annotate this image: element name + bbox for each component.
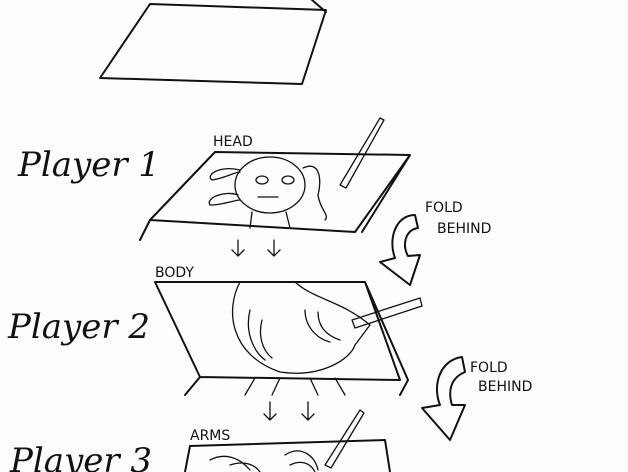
pencil-icon — [339, 117, 385, 189]
down-arrow-icon — [263, 401, 315, 421]
down-arrow-icon — [231, 239, 281, 257]
fold-label-1-line1: FOLD — [425, 200, 463, 216]
player-3-label: Player 3 — [9, 441, 152, 472]
player-1-label: Player 1 — [17, 145, 160, 185]
body-section-label: BODY — [155, 265, 194, 281]
head-paper-sheet — [139, 151, 411, 241]
fold-arrow-icon — [379, 214, 421, 286]
head-drawing — [208, 156, 327, 229]
fold-label-2-line2: BEHIND — [478, 379, 532, 395]
body-drawing — [231, 281, 423, 396]
fold-arrow-icon — [421, 356, 466, 441]
body-paper-sheet — [154, 281, 409, 396]
fold-label-2-line1: FOLD — [470, 360, 508, 376]
arms-paper-sheet — [184, 439, 391, 472]
arms-drawing — [209, 450, 319, 472]
head-section-label: HEAD — [213, 134, 253, 150]
fold-label-1-line2: BEHIND — [437, 221, 491, 237]
arms-section-label: ARMS — [190, 428, 230, 444]
pencil-icon — [324, 409, 365, 469]
top-paper-sheet — [99, 0, 327, 85]
player-2-label: Player 2 — [7, 307, 150, 347]
